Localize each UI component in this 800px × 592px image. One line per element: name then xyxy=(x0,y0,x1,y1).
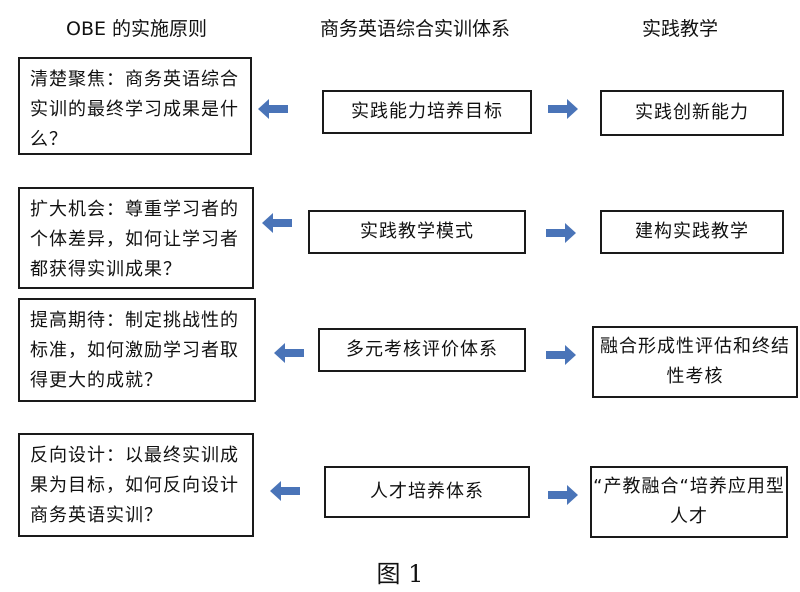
arrow-right-icon xyxy=(548,485,578,505)
practice-box-2: 建构实践教学 xyxy=(600,210,784,254)
arrow-left-icon xyxy=(270,481,300,501)
arrow-left-icon xyxy=(262,213,292,233)
system-box-4: 人才培养体系 xyxy=(324,466,530,518)
arrow-right-icon xyxy=(546,223,576,243)
arrow-right-icon xyxy=(548,99,578,119)
practice-box-1: 实践创新能力 xyxy=(600,90,784,136)
header-practice-teaching: 实践教学 xyxy=(642,18,719,40)
principle-box-1: 清楚聚焦：商务英语综合实训的最终学习成果是什么？ xyxy=(18,57,252,155)
practice-box-4: “产教融合“培养应用型人才 xyxy=(590,466,788,538)
arrow-left-icon xyxy=(274,343,304,363)
system-box-3: 多元考核评价体系 xyxy=(318,328,526,372)
principle-box-2: 扩大机会：尊重学习者的个体差异，如何让学习者都获得实训成果？ xyxy=(18,187,254,289)
system-box-2: 实践教学模式 xyxy=(308,210,526,254)
practice-box-3: 融合形成性评估和终结性考核 xyxy=(592,326,798,398)
principle-box-3: 提高期待：制定挑战性的标准，如何激励学习者取得更大的成就？ xyxy=(18,298,256,402)
header-training-system: 商务英语综合实训体系 xyxy=(320,18,511,40)
system-box-1: 实践能力培养目标 xyxy=(322,90,532,134)
arrow-right-icon xyxy=(546,345,576,365)
figure-caption: 图 1 xyxy=(376,560,424,588)
principle-box-4: 反向设计：以最终实训成果为目标，如何反向设计商务英语实训？ xyxy=(18,433,254,537)
header-principles: OBE 的实施原则 xyxy=(66,18,208,40)
arrow-left-icon xyxy=(258,99,288,119)
